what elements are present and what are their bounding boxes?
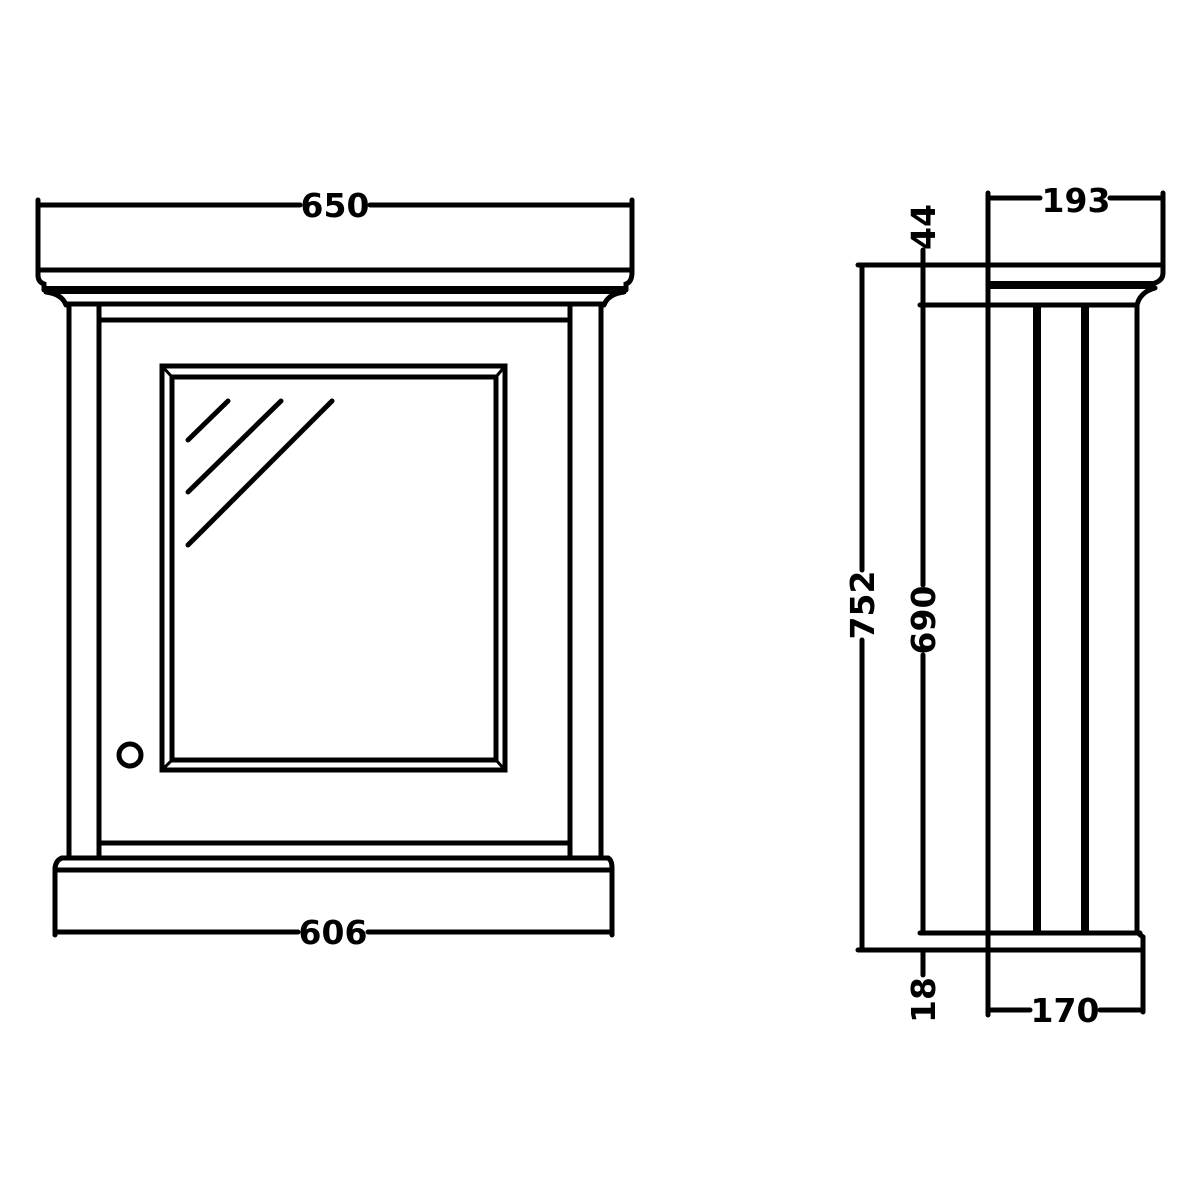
dimension-label-18: 18 [904,977,943,1023]
side-view: 752 690 44 18 193 [843,181,1166,1030]
dimension-label-193: 193 [1042,181,1111,220]
pilasters [66,302,604,861]
dimension-650: 650 [35,186,635,278]
dimension-label-44: 44 [904,204,943,250]
door-knob-icon [116,741,144,769]
mirror-frame [159,363,508,773]
dimension-label-170: 170 [1031,991,1100,1030]
dimension-170: 170 [987,991,1144,1030]
side-cornice [988,262,1166,308]
dimension-label-650: 650 [301,186,370,225]
front-view: 650 [35,186,635,952]
side-body [1033,302,1146,1015]
dimension-44: 44 [904,204,943,306]
mirror-glass [169,374,499,763]
door [96,317,573,846]
cornice [35,267,635,308]
reflection-lines [185,398,335,548]
dimension-label-606: 606 [299,913,368,952]
plinth [52,855,615,938]
dimension-690: 690 [904,304,943,934]
dimension-label-690: 690 [904,586,943,655]
extension-lines [855,262,1163,953]
dimension-label-752: 752 [843,571,882,640]
dimension-752: 752 [843,265,882,951]
dimension-606: 606 [54,913,613,952]
dimension-18: 18 [904,949,943,1023]
dimension-193: 193 [985,181,1166,1018]
